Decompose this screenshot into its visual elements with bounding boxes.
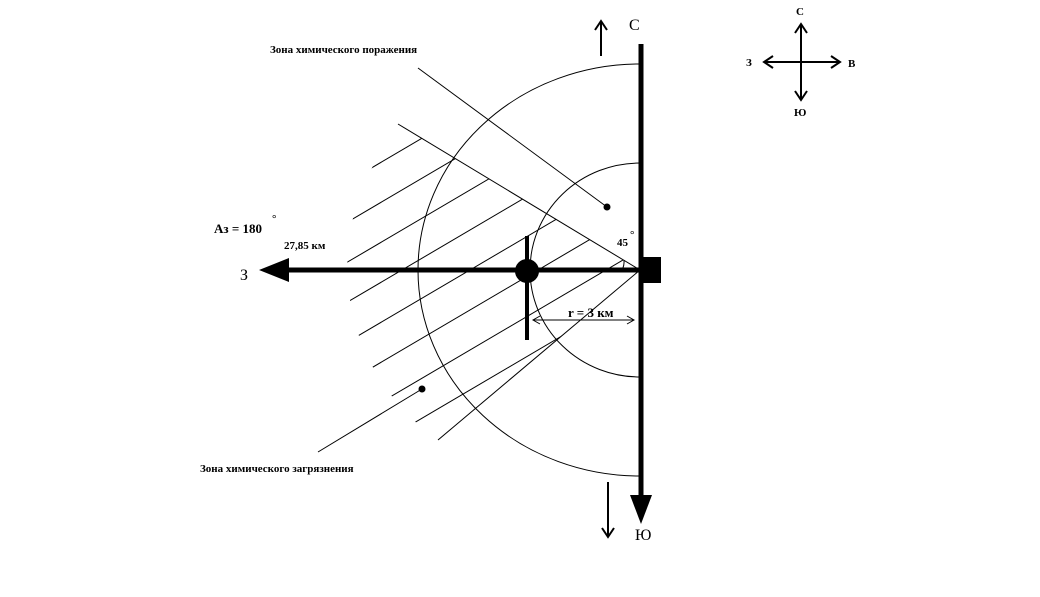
contamination-zone-point (418, 385, 426, 393)
compass-north-label: С (796, 6, 804, 18)
compass-east-label: В (848, 58, 856, 70)
distance-label: 27,85 км (284, 240, 326, 252)
source-square (641, 257, 661, 283)
damage-zone-point (603, 203, 611, 211)
west-axis-label: З (240, 267, 248, 284)
contamination-zone-leader (317, 388, 423, 453)
south-axis-arrowhead (630, 495, 652, 524)
damage-zone-leader (417, 67, 608, 208)
radius-label: r = 3 км (568, 305, 614, 320)
radius-dimension-arrow (531, 315, 636, 325)
azimuth-label: Аз = 180 (214, 221, 262, 236)
wind-arrow-down (601, 482, 615, 539)
contamination-hatching (347, 126, 640, 440)
compass-rose (762, 22, 842, 102)
compass-south-label: Ю (794, 107, 806, 119)
compass-west-label: З (746, 57, 752, 69)
angle-label: 45 (617, 237, 629, 249)
sector-lower-boundary (437, 269, 641, 441)
angle-degree: ° (630, 229, 634, 241)
cloud-center-marker (515, 259, 539, 283)
azimuth-degree: ° (272, 213, 276, 225)
sector-upper-boundary (397, 123, 641, 271)
west-axis-arrowhead (259, 258, 289, 282)
north-axis-label: С (629, 17, 640, 34)
south-axis-label: Ю (635, 527, 651, 544)
wind-arrow-up (594, 19, 608, 56)
damage-zone-label: Зона химического поражения (270, 44, 417, 56)
contamination-zone-label: Зона химического загрязнения (200, 463, 354, 475)
